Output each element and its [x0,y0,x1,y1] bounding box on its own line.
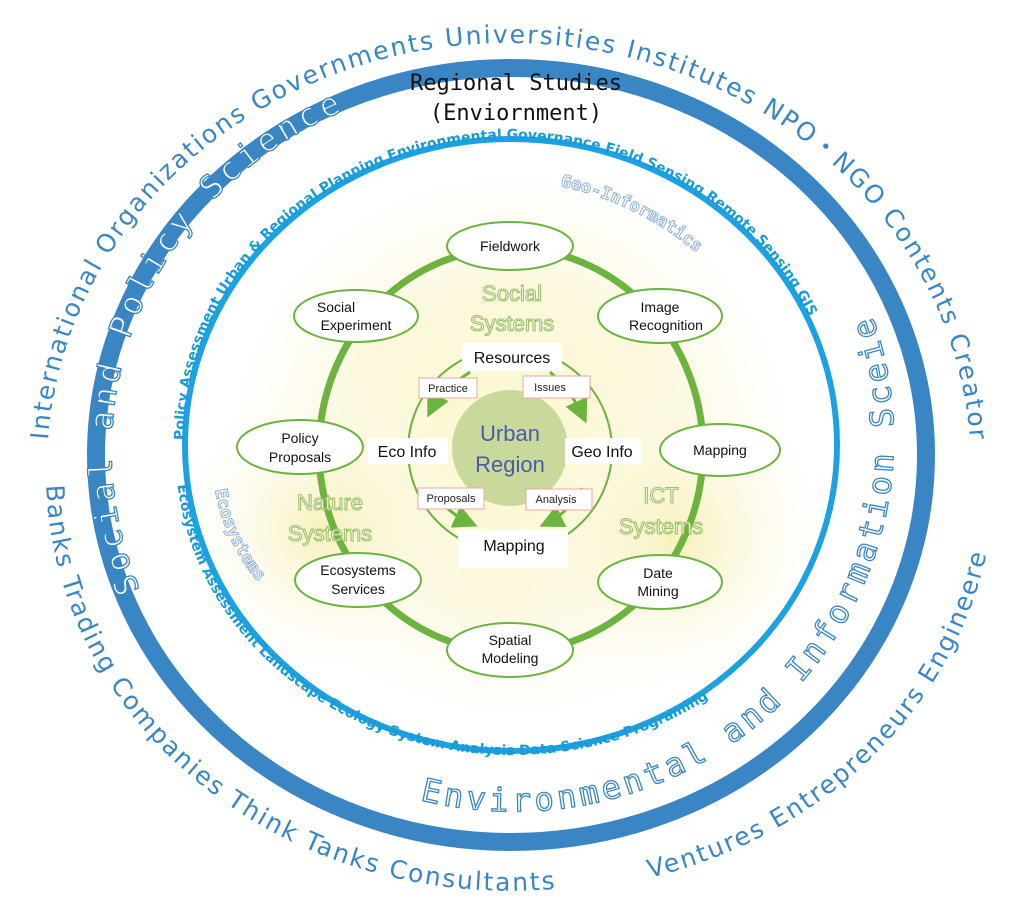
node-spatial-modeling-line-1: Spatial [489,632,532,648]
outer-ring [87,59,935,851]
resources-label: Resources [474,350,550,367]
social-systems-line-1: Social [482,281,542,306]
node-fieldwork: Fieldwork [446,221,574,271]
node-spatial-modeling-line-2: Modeling [482,650,539,666]
node-policy-proposals: Policy Proposals [236,419,364,475]
node-ecosystems-services-line-1: Ecosystems [320,562,395,578]
mapping-center-label: Mapping [483,538,544,555]
geo-info-label: Geo Info [571,444,632,461]
node-spatial-modeling: Spatial Modeling [446,622,574,678]
ict-systems-line-1: ICT [643,483,678,508]
node-image-recognition: Image Recognition [597,288,723,344]
eco-info-box [368,438,448,464]
mapping-box [458,530,568,568]
issues-tag [522,375,591,399]
eco-info-label: Eco Info [378,444,437,461]
node-date-mining-line-2: Mining [637,583,678,599]
title-line-1: Regional Studies [410,71,622,96]
proposals-label: Proposals [427,493,476,505]
geo-info-box [565,438,641,464]
urban-region-line-2: Region [475,452,545,477]
node-ecosystems-services-line-2: Services [331,581,385,597]
node-image-recognition-line-1: Image [641,299,680,315]
resources-box [462,343,562,371]
proposals-tag [417,487,485,510]
analysis-label: Analysis [536,494,577,506]
issues-label: Issues [534,382,566,394]
node-policy-proposals-line-1: Policy [281,430,318,446]
nature-systems-line-1: Nature [297,490,363,515]
practice-tag [418,377,478,399]
ict-systems-line-2: Systems [619,514,703,539]
analysis-tag [525,488,593,511]
node-image-recognition-line-2: Recognition [629,317,703,333]
inner-ring [182,136,840,754]
node-social-experiment-line-1: Social [317,299,355,315]
social-systems-line-2: Systems [470,311,554,336]
title-line-2: (Enviornment) [430,101,602,126]
node-policy-proposals-line-2: Proposals [269,449,331,465]
node-date-mining-line-1: Date [643,565,673,581]
node-date-mining: Date Mining [597,554,723,610]
node-mapping-right-label: Mapping [693,442,747,458]
practice-label: Practice [428,383,468,395]
nature-systems-line-2: Systems [288,521,372,546]
node-ecosystems-services: Ecosystems Services [294,552,422,608]
urban-region-core [452,390,568,506]
node-fieldwork-label: Fieldwork [480,238,541,254]
node-social-experiment-line-2: Experiment [321,317,392,333]
node-mapping-right: Mapping [659,423,781,477]
urban-region-line-1: Urban [480,421,540,446]
node-social-experiment: Social Experiment [293,289,419,343]
